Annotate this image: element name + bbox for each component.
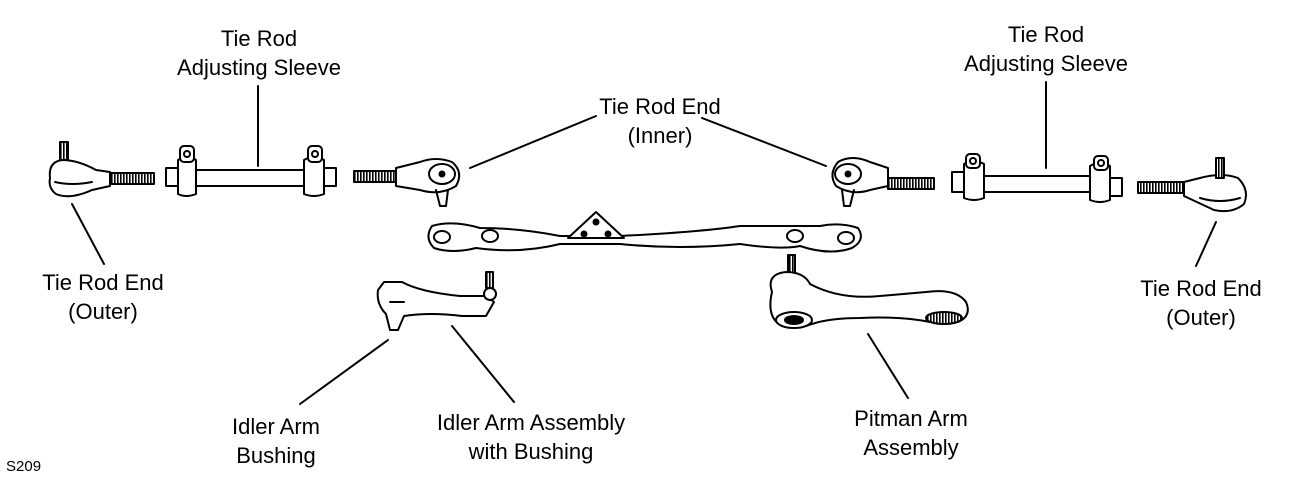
label-line: (Inner) bbox=[627, 123, 693, 148]
label-tie-rod-end-outer-right: Tie Rod End (Outer) bbox=[1112, 274, 1290, 332]
center-link-part bbox=[427, 211, 862, 253]
label-line: Adjusting Sleeve bbox=[177, 55, 341, 80]
label-tie-rod-adjusting-sleeve-right: Tie Rod Adjusting Sleeve bbox=[946, 20, 1146, 78]
figure-code: S209 bbox=[6, 458, 42, 475]
label-line: Tie Rod End bbox=[42, 270, 164, 295]
label-line: Tie Rod End bbox=[1140, 276, 1262, 301]
label-line: Idler Arm bbox=[231, 414, 321, 439]
adjusting-sleeve-right-part bbox=[951, 153, 1123, 203]
leader-lines bbox=[71, 81, 1217, 405]
label-pitman-arm-assembly: Pitman Arm Assembly bbox=[826, 404, 996, 462]
label-line: Assembly bbox=[863, 435, 959, 460]
label-tie-rod-adjusting-sleeve-left: Tie Rod Adjusting Sleeve bbox=[174, 24, 344, 82]
label-line: with Bushing bbox=[468, 439, 594, 464]
tie-rod-end-inner-left-part bbox=[353, 158, 461, 207]
label-idler-arm-assembly: Idler Arm Assembly with Bushing bbox=[408, 408, 654, 466]
label-line: (Outer) bbox=[68, 299, 138, 324]
idler-arm-assembly-part bbox=[376, 271, 497, 331]
tie-rod-end-outer-left-part bbox=[48, 141, 155, 198]
pitman-arm-assembly-part bbox=[769, 254, 969, 329]
label-line: Pitman Arm bbox=[854, 406, 968, 431]
label-line: Tie Rod End bbox=[599, 94, 721, 119]
label-line: (Outer) bbox=[1166, 305, 1236, 330]
tie-rod-end-inner-right-part bbox=[831, 157, 935, 207]
label-line: Bushing bbox=[236, 443, 316, 468]
label-line: Adjusting Sleeve bbox=[964, 51, 1128, 76]
label-line: Tie Rod bbox=[220, 26, 298, 51]
label-idler-arm-bushing: Idler Arm Bushing bbox=[204, 412, 348, 470]
adjusting-sleeve-left-part bbox=[165, 145, 337, 197]
label-tie-rod-end-inner: Tie Rod End (Inner) bbox=[572, 92, 748, 150]
label-tie-rod-end-outer-left: Tie Rod End (Outer) bbox=[14, 268, 192, 326]
label-line: Tie Rod bbox=[1007, 22, 1085, 47]
tie-rod-end-outer-right-part bbox=[1137, 157, 1247, 213]
label-line: Idler Arm Assembly bbox=[436, 410, 626, 435]
